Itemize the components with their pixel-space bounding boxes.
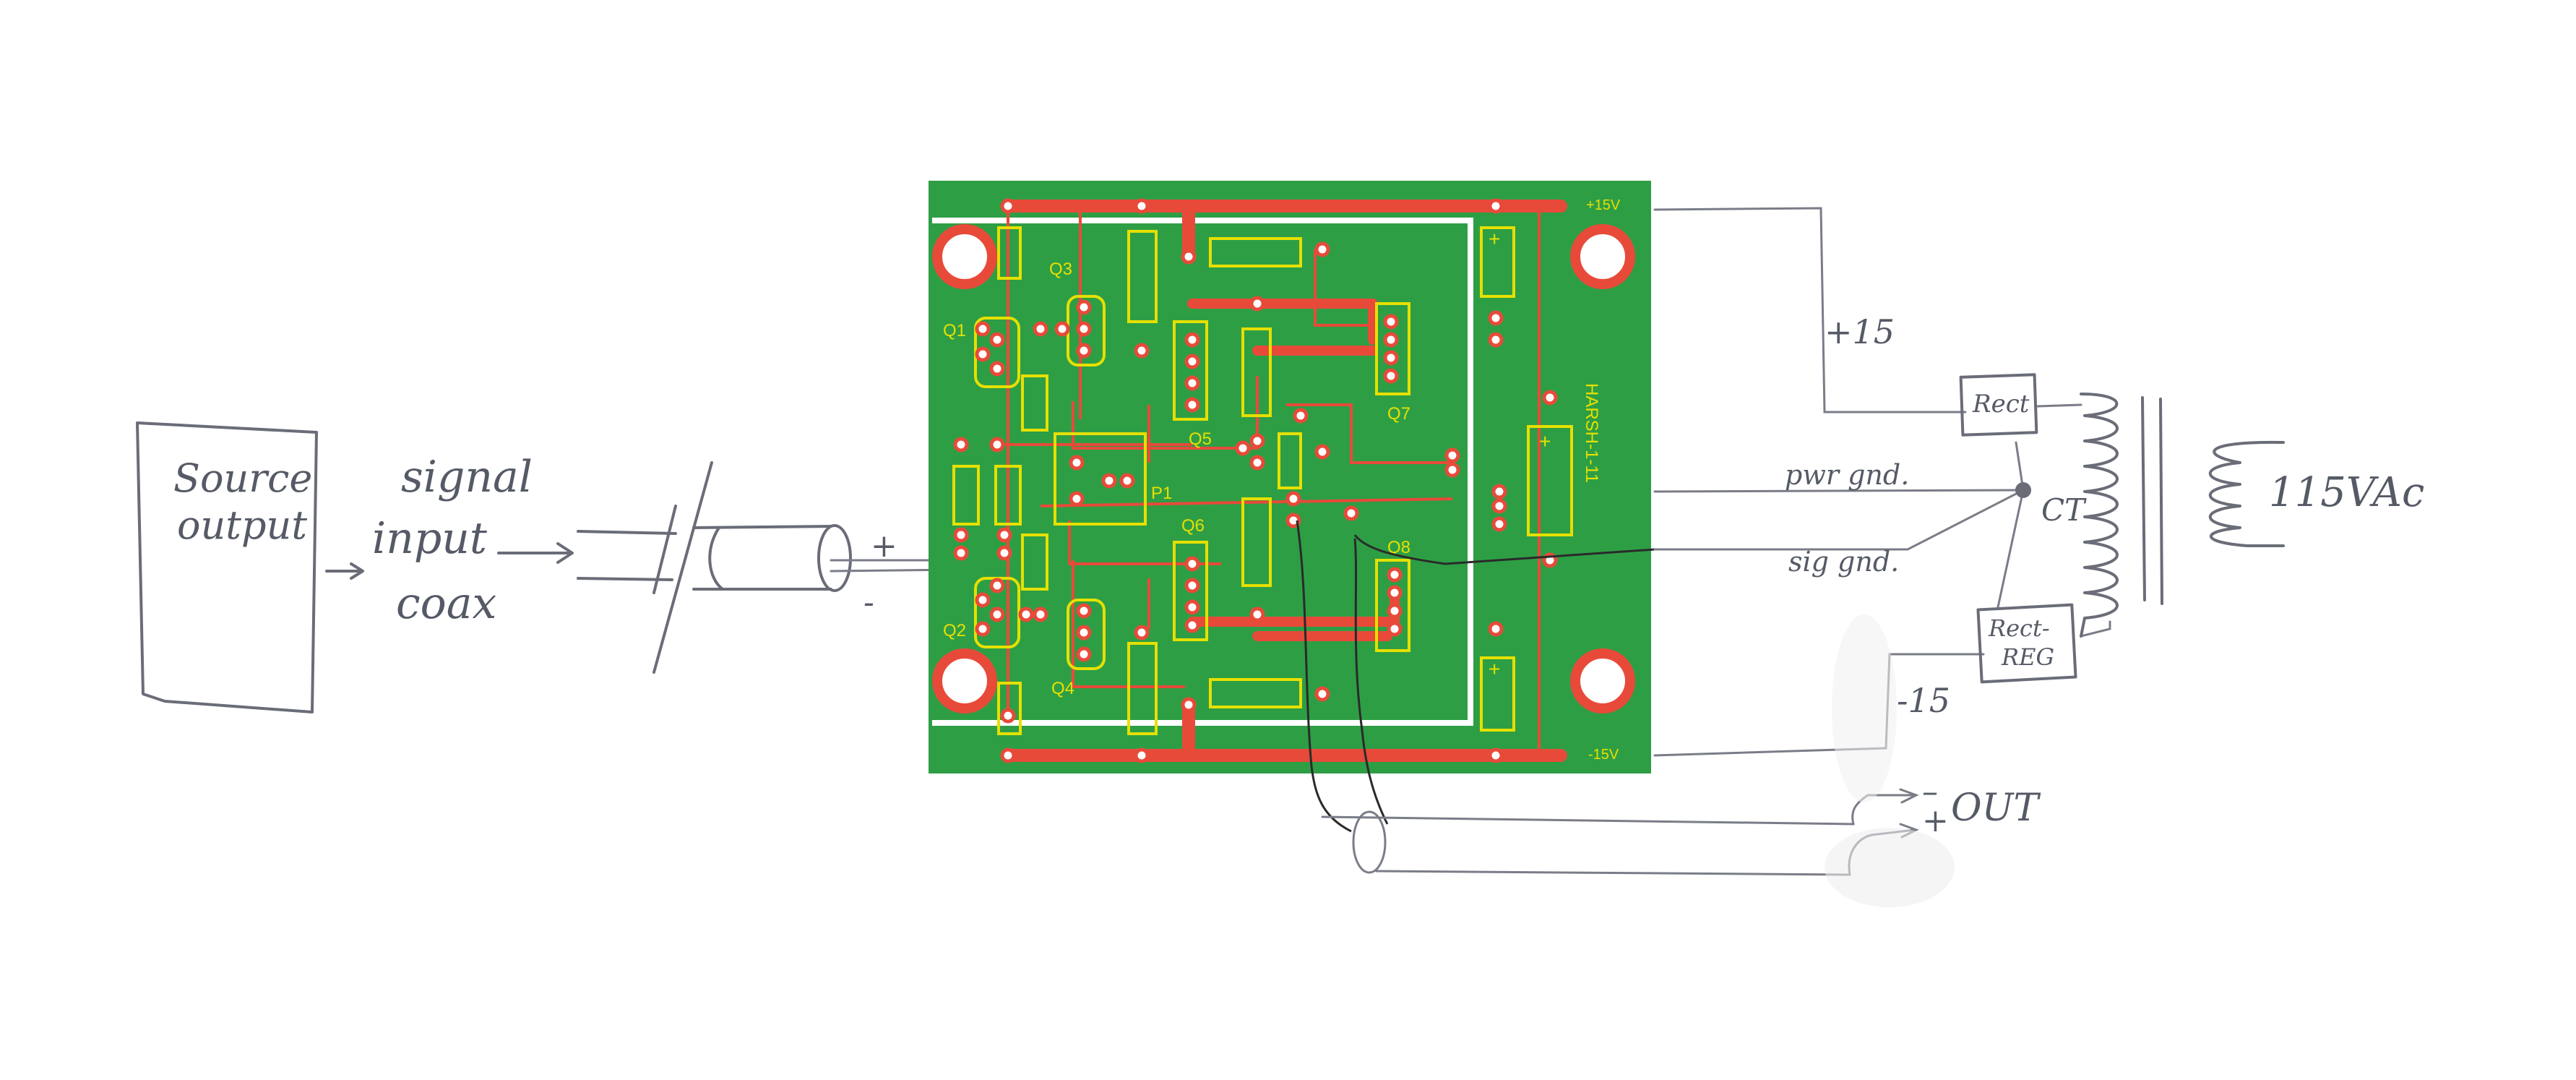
out-plus-sign: +: [1922, 802, 1949, 839]
board-jumper-wires: [1296, 520, 1655, 833]
signal-traces: [997, 206, 1541, 755]
signal-label-line2: input: [372, 513, 488, 564]
transformer: 115VAc: [2080, 393, 2424, 638]
cap2-plus: +: [1539, 430, 1551, 453]
mounting-holes: [932, 224, 1635, 713]
rect-reg-line1: Rect-: [1988, 614, 2050, 642]
out-label: OUT: [1951, 787, 2041, 830]
pwr-gnd-label: pwr gnd.: [1785, 459, 1909, 491]
input-minus-sign: -: [863, 584, 874, 621]
sig-gnd-label: sig gnd.: [1788, 546, 1899, 578]
signal-label-line1: signal: [401, 452, 533, 502]
power-labels: +15 -15 pwr gnd. sig gnd. CT: [1785, 312, 2087, 720]
source-arrow: [325, 562, 364, 580]
label-q6: Q6: [1181, 516, 1205, 536]
source-label-line1: Source: [173, 455, 312, 501]
board-minus15-label: -15V: [1588, 747, 1619, 763]
rect-block: Rect: [1959, 373, 2038, 437]
pcb-board: + + +: [929, 181, 1655, 833]
out-minus-sign: –: [1922, 773, 1938, 810]
cap3-plus: +: [1489, 658, 1500, 680]
source-output-box: Source output: [136, 421, 318, 713]
ct-label: CT: [2041, 492, 2087, 528]
board-plus15-label: +15V: [1586, 197, 1621, 213]
label-q3: Q3: [1049, 260, 1072, 279]
cap1-plus: +: [1489, 228, 1500, 250]
pads: [953, 198, 1558, 763]
signal-label-line3: coax: [396, 578, 496, 629]
ct-junction: [2015, 482, 2031, 498]
source-label-line2: output: [177, 502, 307, 548]
rect-label: Rect: [1972, 390, 2030, 419]
output-coax-cable: – + OUT: [1321, 773, 2041, 876]
input-plus-sign: +: [871, 528, 897, 565]
label-q5: Q5: [1189, 429, 1212, 449]
rect-reg-line2: REG: [2001, 643, 2054, 671]
correction-smudges: [1825, 614, 1955, 907]
label-q2: Q2: [943, 621, 966, 640]
pcb-substrate: [929, 181, 1651, 773]
ac-label: 115VAc: [2269, 469, 2424, 516]
label-q4: Q4: [1051, 679, 1074, 698]
minus15-label: -15: [1897, 681, 1950, 720]
ground-ring: [932, 218, 1473, 726]
board-side-text: HARSH-1-11: [1582, 383, 1601, 483]
label-p1: P1: [1151, 484, 1172, 503]
resistors: [952, 226, 1302, 735]
label-q7: Q7: [1387, 404, 1410, 424]
plus15-label: +15: [1825, 312, 1895, 351]
label-q1: Q1: [943, 321, 966, 340]
capacitors: + + +: [1480, 226, 1573, 732]
rect-reg-block: Rect- REG: [1976, 603, 2077, 684]
signal-input-label: signal input coax: [372, 452, 574, 629]
